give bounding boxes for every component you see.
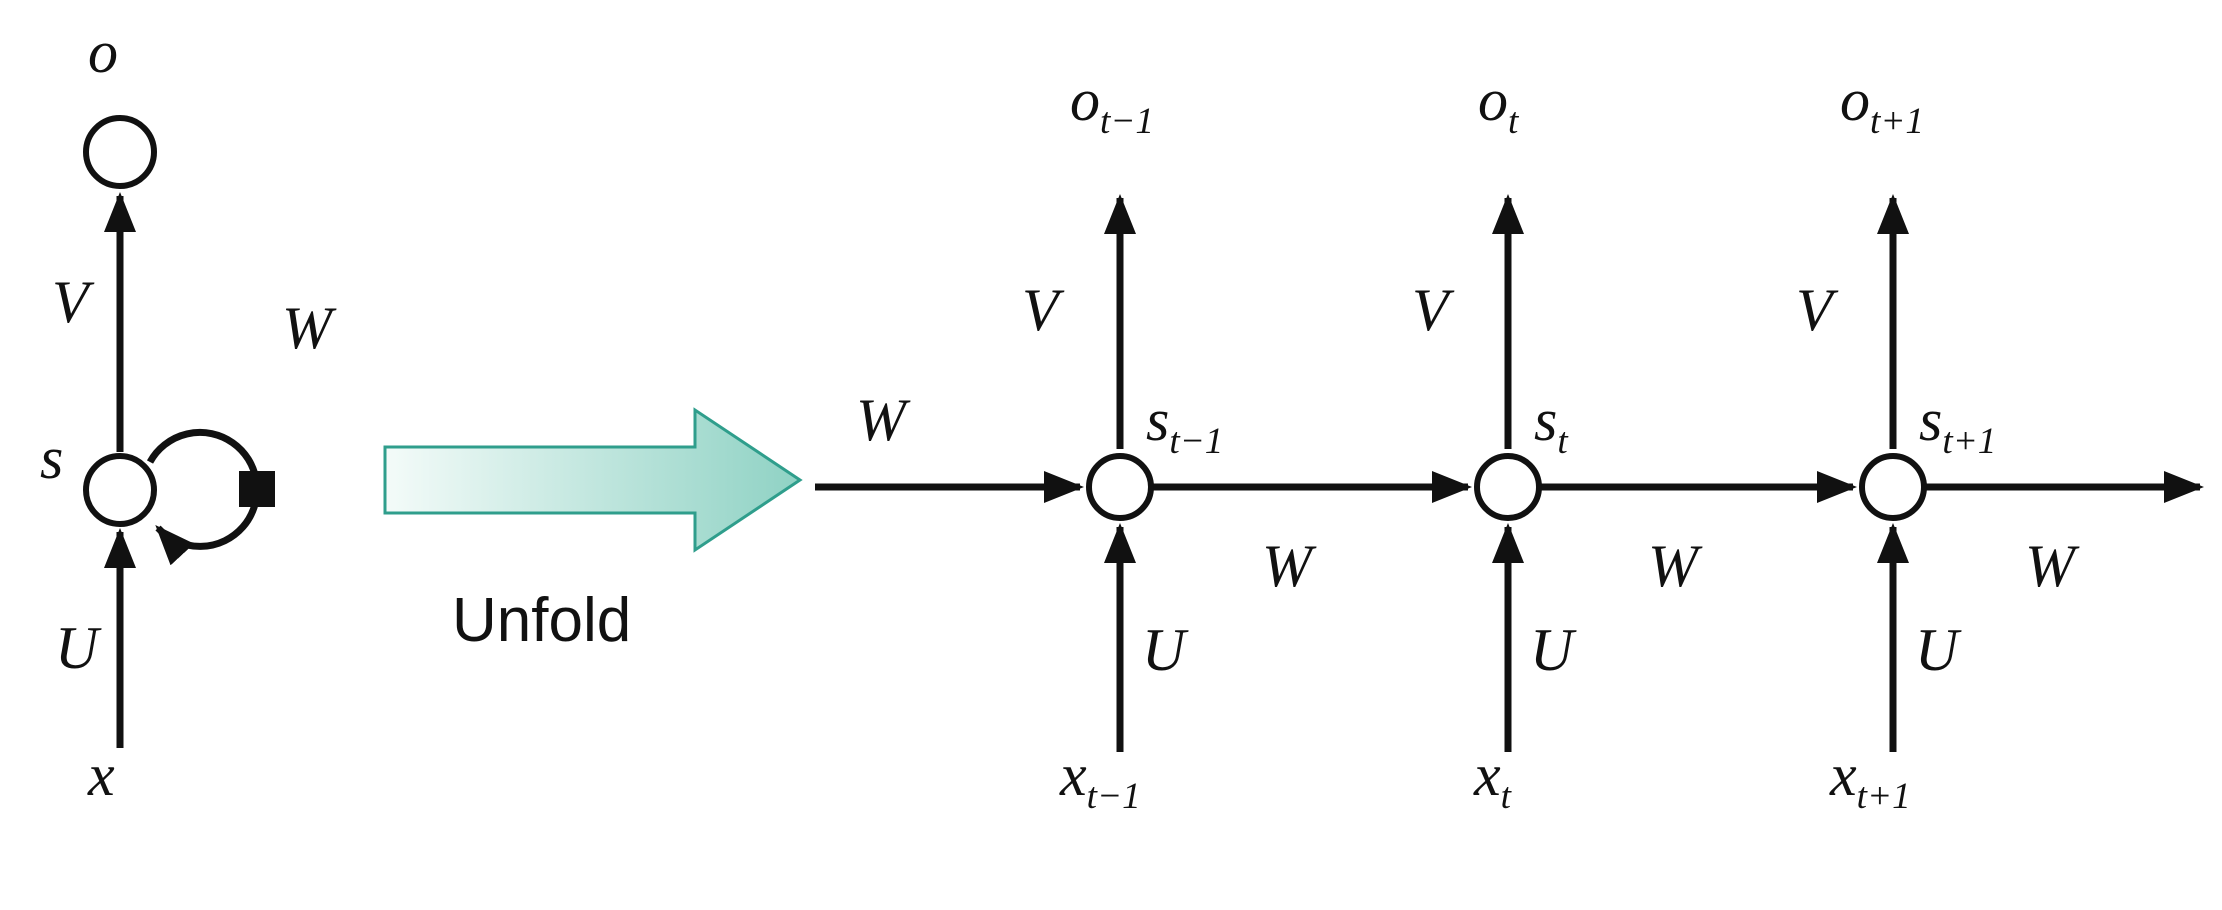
folded-v-label: V: [52, 269, 89, 335]
w-label-t: W: [1648, 533, 1698, 599]
state-node-2: [1474, 453, 1542, 521]
folded-state-label: s: [40, 425, 64, 491]
state-node: [83, 453, 157, 527]
label-base: o: [1070, 67, 1100, 133]
label-sub: t+1: [1856, 776, 1911, 817]
v-label-t-1: V: [1022, 277, 1059, 343]
w-in-label: W: [856, 387, 906, 453]
label-sub: t+1: [1942, 421, 1997, 462]
input-label-t-1: xt−1: [1060, 745, 1141, 815]
u-label-t+1: U: [1915, 617, 1959, 683]
label-sub: t+1: [1870, 101, 1925, 142]
label-base: s: [1919, 387, 1943, 453]
folded-network: [83, 115, 275, 748]
input-label-t: xt: [1474, 745, 1511, 815]
label-base: s: [1146, 387, 1170, 453]
label-base: s: [1534, 387, 1558, 453]
folded-output-label: o: [88, 19, 118, 85]
label-sub: t: [1500, 776, 1511, 817]
label-sub: t: [1508, 101, 1519, 142]
v-label-t+1: V: [1796, 277, 1833, 343]
state-node-3: [1859, 453, 1927, 521]
w-label-t-1: W: [1262, 533, 1312, 599]
output-label-t-1: ot−1: [1070, 70, 1154, 140]
label-base: x: [1474, 742, 1501, 808]
label-sub: t−1: [1169, 421, 1224, 462]
folded-input-label: x: [88, 742, 115, 808]
output-label-t: ot: [1478, 70, 1518, 140]
unfold-arrow: [383, 407, 803, 553]
delay-square: [239, 471, 275, 507]
u-label-t: U: [1530, 617, 1574, 683]
input-label-t+1: xt+1: [1830, 745, 1911, 815]
label-sub: t−1: [1086, 776, 1141, 817]
folded-u-label: U: [55, 615, 99, 681]
output-node: [83, 115, 157, 189]
state-label-t+1: st+1: [1919, 390, 1996, 460]
label-sub: t−1: [1100, 101, 1155, 142]
label-base: o: [1840, 67, 1870, 133]
u-label-t-1: U: [1142, 617, 1186, 683]
unfold-label: Unfold: [452, 586, 632, 655]
output-label-t+1: ot+1: [1840, 70, 1924, 140]
state-node-1: [1086, 453, 1154, 521]
w-label-t+1: W: [2025, 533, 2075, 599]
label-base: x: [1060, 742, 1087, 808]
v-label-t: V: [1412, 277, 1449, 343]
label-sub: t: [1557, 421, 1568, 462]
state-label-t: st: [1534, 390, 1568, 460]
unfolded-network: [815, 194, 2204, 752]
label-base: o: [1478, 67, 1508, 133]
label-base: x: [1830, 742, 1857, 808]
state-label-t-1: st−1: [1146, 390, 1223, 460]
folded-w-label: W: [282, 295, 332, 361]
